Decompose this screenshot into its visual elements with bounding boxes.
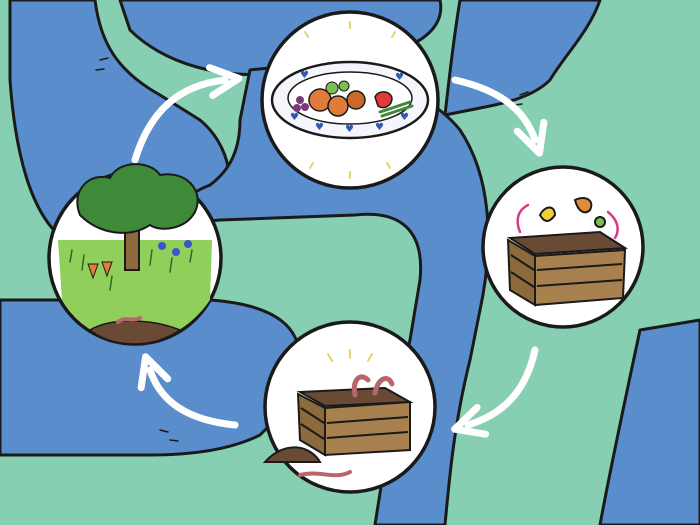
svg-text:♥: ♥: [290, 112, 299, 123]
svg-text:♥: ♥: [375, 122, 384, 133]
compost-bin-scraps-icon: [506, 197, 629, 307]
garden-tree-icon: [58, 163, 212, 345]
svg-text:♥: ♥: [395, 72, 404, 83]
svg-text:♥: ♥: [400, 112, 409, 123]
stage-garden-tree: [47, 163, 223, 346]
svg-text:♥: ♥: [300, 70, 309, 81]
cycle-arrows: [131, 64, 548, 438]
stage-compost-bin-worms: [262, 320, 437, 494]
svg-text:♥: ♥: [345, 124, 354, 135]
arrow-bin-to-worms: [451, 346, 539, 438]
stage-compost-bin-scraps: [481, 165, 645, 329]
river-texture: [95, 57, 529, 442]
compost-bin-worms-icon: [262, 374, 414, 463]
svg-text:♥: ♥: [315, 122, 324, 133]
arrow-plate-to-bin: [451, 76, 548, 157]
food-plate-icon: ♥ ♥ ♥ ♥ ♥ ♥ ♥: [270, 60, 430, 140]
arrow-worms-to-tree: [137, 353, 239, 429]
arrow-tree-to-plate: [131, 64, 243, 164]
stage-food-plate: ♥ ♥ ♥ ♥ ♥ ♥ ♥: [260, 10, 440, 190]
